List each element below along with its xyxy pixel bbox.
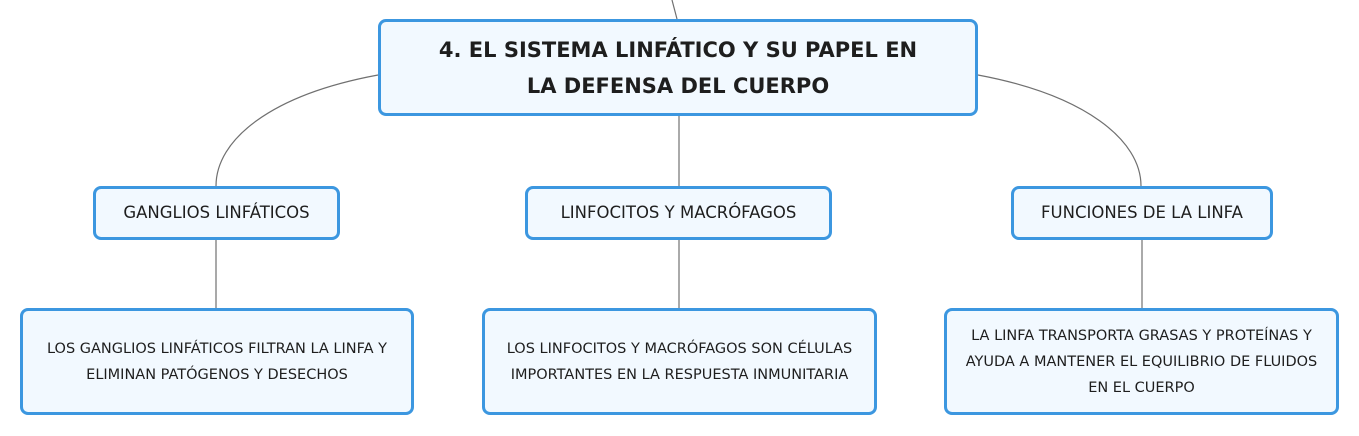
subtopic-text: LA LINFA TRANSPORTA GRASAS Y PROTEÍNAS Y… [965,327,1318,396]
subtopic-ganglios-detail[interactable]: LOS GANGLIOS LINFÁTICOS FILTRAN LA LINFA… [20,308,414,415]
subtopic-funciones-detail[interactable]: LA LINFA TRANSPORTA GRASAS Y PROTEÍNAS Y… [944,308,1339,415]
connector-parent-to-root [671,0,678,20]
branch-topic-funciones[interactable]: FUNCIONES DE LA LINFA [1011,186,1273,240]
connector-root-to-branch-2 [977,74,1142,187]
branch-topic-label: LINFOCITOS Y MACRÓFAGOS [560,203,797,222]
subtopic-text: LOS GANGLIOS LINFÁTICOS FILTRAN LA LINFA… [46,340,388,383]
connector-root-to-branch-0 [215,74,379,187]
branch-topic-label: GANGLIOS LINFÁTICOS [123,203,310,222]
root-topic[interactable]: 4. EL SISTEMA LINFÁTICO Y SU PAPEL EN LA… [378,19,978,116]
root-topic-title: 4. EL SISTEMA LINFÁTICO Y SU PAPEL EN LA… [438,37,918,98]
branch-topic-linfocitos[interactable]: LINFOCITOS Y MACRÓFAGOS [525,186,832,240]
subtopic-text: LOS LINFOCITOS Y MACRÓFAGOS SON CÉLULAS … [506,340,853,383]
subtopic-linfocitos-detail[interactable]: LOS LINFOCITOS Y MACRÓFAGOS SON CÉLULAS … [482,308,877,415]
branch-topic-label: FUNCIONES DE LA LINFA [1041,203,1243,222]
branch-topic-ganglios[interactable]: GANGLIOS LINFÁTICOS [93,186,340,240]
